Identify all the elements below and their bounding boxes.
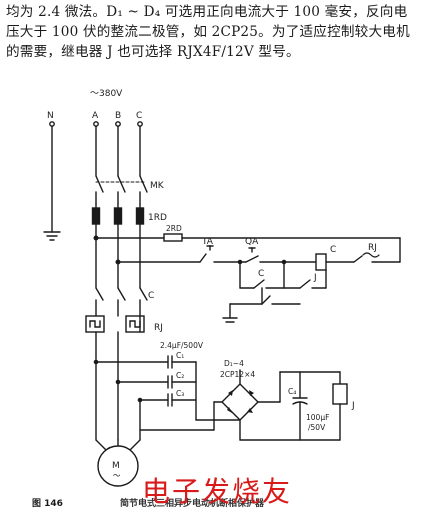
label-rj-left: RJ — [154, 323, 163, 333]
label-2rd: 2RD — [166, 224, 182, 233]
motor-phase-symbol: ～ — [113, 471, 121, 480]
label-c4-value: 100μF — [306, 413, 329, 422]
phase-lines-middle — [95, 223, 141, 289]
label-mk: MK — [150, 181, 165, 191]
intro-text: 均为 2.4 微法。D₁ ~ D₄ 可选用正向电流大于 100 毫安，反向电 压… — [6, 2, 442, 62]
label-diode-type: 2CP12×4 — [220, 370, 255, 379]
fuses-1rd — [91, 203, 145, 225]
phase-lines-upper — [95, 125, 141, 177]
bridge-rectifier — [139, 369, 348, 441]
label-c4-voltage: /50V — [308, 423, 326, 432]
label-motor: M — [112, 461, 120, 471]
intro-line-3: 的需要，继电器 J 也可选择 RJX4F/12V 型号。 — [6, 44, 300, 60]
label-n: N — [47, 111, 54, 121]
capacitor-network — [93, 355, 197, 441]
label-1rd: 1RD — [148, 213, 167, 223]
label-qa: QA — [245, 237, 259, 247]
watermark-logo: 电子发烧友 — [142, 475, 293, 508]
label-c-coil: C — [330, 245, 336, 255]
main-switch-mk — [95, 175, 148, 205]
label-j-contact: J — [313, 273, 317, 283]
label-c3: C₃ — [176, 389, 184, 398]
figure-number: 图 146 — [32, 499, 63, 509]
label-c-main: C — [148, 291, 154, 301]
intro-line-2: 压大于 100 伏的整流二极管，如 2CP25。为了适应控制较大电机 — [6, 24, 410, 40]
label-c2: C₂ — [176, 371, 184, 380]
control-circuit — [93, 233, 401, 323]
label-rj-top: RJ — [368, 243, 377, 253]
label-a: A — [92, 111, 99, 121]
label-c-contact: C — [258, 269, 264, 279]
supply-label: ～380V — [90, 89, 123, 99]
label-c4: C₄ — [288, 387, 296, 396]
label-c1: C₁ — [176, 351, 184, 360]
label-c: C — [136, 111, 142, 121]
label-b: B — [115, 111, 121, 121]
figure-caption: 简节电式三相异步电动机断相保护器 — [120, 499, 265, 509]
motor-symbol — [95, 439, 141, 487]
contactor-main-contacts — [95, 287, 148, 317]
label-diodes: D₁~4 — [224, 359, 244, 368]
label-j-relay: J — [351, 401, 355, 411]
thermal-relay-rj — [85, 315, 145, 441]
label-cap-rating: 2.4μF/500V — [160, 341, 204, 350]
label-ta: TA — [201, 237, 214, 247]
neutral-line — [43, 125, 61, 241]
intro-line-1: 均为 2.4 微法。D₁ ~ D₄ 可选用正向电流大于 100 毫安，反向电 — [6, 4, 408, 20]
